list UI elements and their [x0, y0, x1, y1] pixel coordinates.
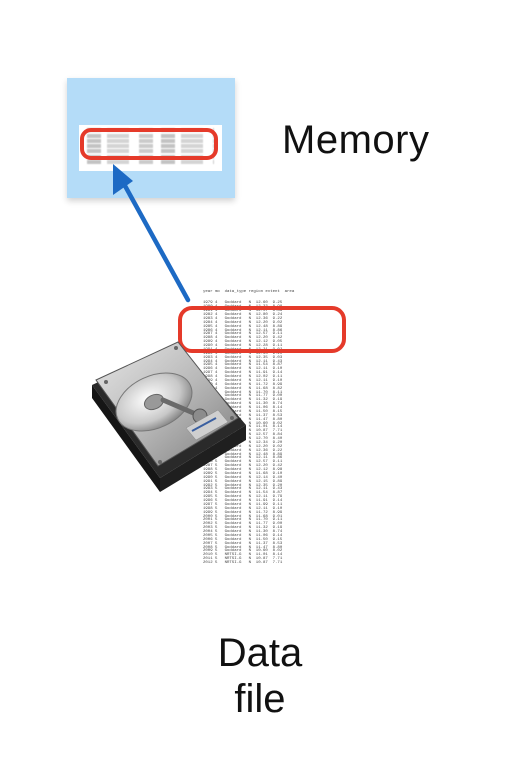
- data-file-row: 1997 5 Goddard N 11.99 9.11: [203, 502, 283, 507]
- data-file-row: 2005 5 Goddard N 11.06 9.14: [203, 533, 283, 538]
- data-file-row: 1987 4 Goddard N 12.57 9.11: [203, 332, 283, 337]
- data-file-row: 1979 4 Goddard N 12.60 9.25: [203, 301, 283, 306]
- data-file-row: 1985 4 Goddard N 12.48 8.89: [203, 324, 283, 329]
- data-file-row: 2011 5 NRTSI-G N 10.87 7.71: [203, 557, 283, 562]
- memory-snippet-line: [87, 133, 214, 138]
- data-file-label-line1: Data: [217, 631, 303, 675]
- data-file-row: 2002 5 Goddard N 11.77 9.00: [203, 522, 283, 527]
- data-file-row: 1990 4 Goddard N 12.28 9.11: [203, 344, 283, 348]
- memory-label: Memory: [282, 118, 430, 162]
- data-file-row: 2009 5 Goddard N 10.60 8.02: [203, 549, 283, 554]
- data-file-highlight-oval: [178, 306, 346, 353]
- data-file-row: 1992 4 Goddard N 12.35 9.20: [203, 351, 283, 356]
- data-file-row: 2006 5 Goddard N 11.50 9.15: [203, 537, 283, 542]
- data-file-row: 1998 4 Goddard N 12.02 9.11: [203, 375, 283, 379]
- data-file-row: 1989 4 Goddard N 12.12 9.05: [203, 340, 283, 345]
- data-file-row: 1996 4 Goddard N 12.11 9.10: [203, 367, 283, 372]
- data-file-row: 1993 5 Goddard N 12.11 9.43: [203, 487, 283, 492]
- data-file-row: 1990 5 Goddard N 12.14 9.40: [203, 475, 283, 480]
- data-file-row: 1987 5 Goddard N 12.20 9.42: [203, 464, 283, 469]
- memory-snippet-line: [87, 138, 214, 143]
- data-file-row: 2008 5 Goddard N 11.47 8.80: [203, 545, 283, 550]
- data-file-row: 1983 4 Goddard N 12.36 9.22: [203, 316, 283, 321]
- memory-snippet-line: [87, 149, 214, 154]
- data-file-row: 1995 4 Goddard N 11.54 8.87: [203, 363, 283, 368]
- data-file-row: 2010 5 NRTSI-G N 11.01 8.14: [203, 553, 283, 558]
- hard-drive-icon: [92, 341, 246, 492]
- data-file-row: 1999 5 Goddard N 11.72 8.99: [203, 510, 283, 515]
- data-file-row: 2012 5 NRTSI-G N 10.87 7.71: [203, 561, 283, 565]
- arrow-shaft: [121, 181, 191, 303]
- data-file-row: 1992 5 Goddard N 12.35 9.20: [203, 483, 283, 488]
- data-file-row: 2001 5 Goddard N 11.70 9.11: [203, 518, 283, 523]
- memory-snippet-line: [87, 144, 214, 149]
- data-file-row: 1996 5 Goddard N 11.91 9.14: [203, 499, 283, 503]
- data-file-row: 1989 5 Goddard N 11.68 9.10: [203, 471, 283, 476]
- data-file-row: 1994 4 Goddard N 12.11 9.43: [203, 359, 283, 364]
- data-file-row: 1997 4 Goddard N 11.91 9.14: [203, 371, 283, 376]
- memory-snippet-line: [87, 160, 214, 165]
- data-file-label: Data file: [180, 630, 340, 722]
- data-file-row: 1982 4 Goddard N 12.80 9.24: [203, 313, 283, 317]
- data-file-row: 1991 5 Goddard N 12.15 9.89: [203, 479, 283, 484]
- data-file-row: 2000 5 Goddard N 11.68 9.01: [203, 514, 283, 519]
- data-file-row: 1998 5 Goddard N 12.11 9.10: [203, 506, 283, 511]
- data-file-row: 2003 5 Goddard N 11.32 9.19: [203, 526, 283, 531]
- data-file-row: 1995 5 Goddard N 12.11 9.79: [203, 495, 283, 500]
- data-file-header: year mo data_type region extent area: [203, 289, 295, 294]
- data-file-row: 1988 4 Goddard N 12.20 9.42: [203, 336, 283, 341]
- data-file-label-line2: file: [234, 677, 286, 721]
- memory-highlight-oval: [80, 128, 218, 160]
- data-file-row: 1984 4 Goddard N 12.20 9.02: [203, 320, 283, 325]
- data-file-row: 1994 5 Goddard N 11.54 8.87: [203, 491, 283, 496]
- data-file-row: 2007 5 Goddard N 11.37 8.53: [203, 541, 283, 546]
- data-file-row: 1988 5 Goddard N 12.12 8.98: [203, 468, 283, 472]
- data-file-row: 2004 5 Goddard N 11.30 8.74: [203, 530, 283, 534]
- data-file-row: 1981 4 Goddard N 12.57 8.89: [203, 309, 283, 314]
- data-file-row: 1993 4 Goddard N 12.35 9.03: [203, 355, 283, 360]
- data-file-row: 1986 4 Goddard N 12.11 8.86: [203, 328, 283, 333]
